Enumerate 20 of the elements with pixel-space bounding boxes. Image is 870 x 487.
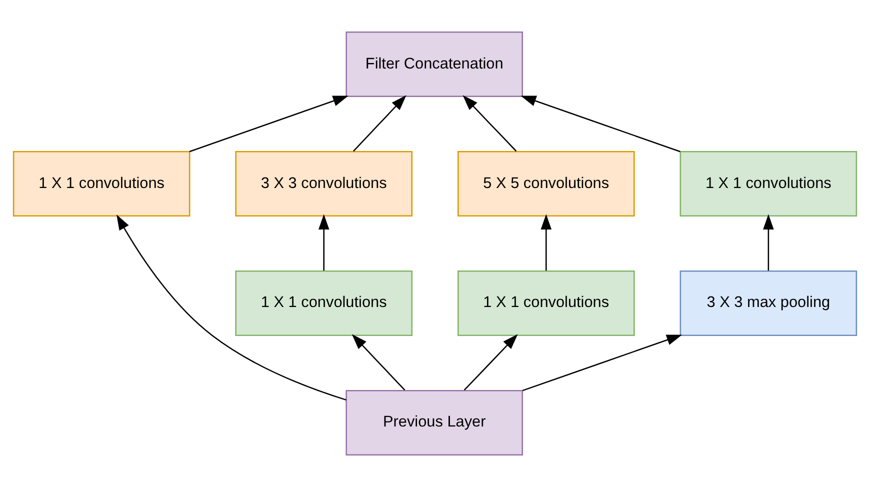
node-box: Previous Layer <box>346 390 524 456</box>
arrow <box>318 214 330 271</box>
node-box: 5 X 5 convolutions <box>457 150 635 217</box>
arrow <box>540 214 552 271</box>
arrow <box>763 214 774 271</box>
node-box: 1 X 1 convolutions <box>680 150 858 217</box>
node-box: 3 X 3 max pooling <box>680 270 858 336</box>
node-box: 3 X 3 convolutions <box>235 150 413 217</box>
node-box: 1 X 1 convolutions <box>235 270 413 336</box>
arrow <box>116 214 346 401</box>
arrow <box>462 95 517 152</box>
node-box: 1 X 1 convolutions <box>12 150 190 217</box>
arrow <box>464 334 518 391</box>
arrow <box>189 96 348 152</box>
arrow <box>522 334 682 392</box>
node-box: Filter Concatenation <box>346 32 524 98</box>
arrow <box>520 96 680 152</box>
node-box: 1 X 1 convolutions <box>457 270 635 336</box>
arrow <box>352 334 406 391</box>
arrow <box>353 95 406 152</box>
